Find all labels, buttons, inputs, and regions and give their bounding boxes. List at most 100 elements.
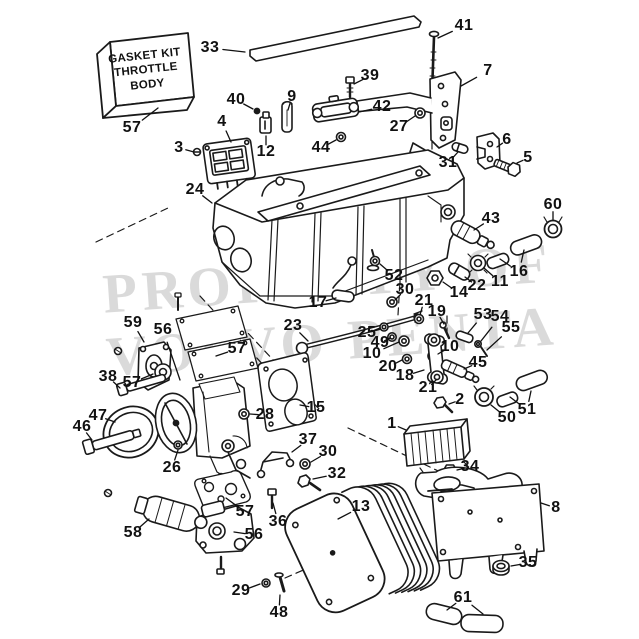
part-label-20-36: 20	[378, 358, 398, 375]
valve-module-42	[311, 94, 360, 123]
part-label-57-47: 57	[227, 340, 247, 357]
nut-27	[414, 107, 426, 119]
gasket-15	[257, 352, 317, 432]
part-label-57-49: 57	[122, 374, 142, 391]
sender-cable-17	[331, 256, 357, 303]
gasket-kit-box	[96, 32, 195, 119]
part-label-34-64: 34	[460, 458, 480, 475]
hoses-16	[486, 233, 543, 270]
part-label-32-56: 32	[327, 465, 347, 482]
cover-plate-33	[249, 15, 422, 62]
part-label-13-57: 13	[351, 498, 371, 515]
oil-cooler-13	[284, 482, 441, 614]
part-label-41-2: 41	[454, 17, 474, 34]
module-1	[403, 418, 471, 467]
part-label-10-34: 10	[362, 345, 382, 362]
part-label-24-16: 24	[185, 181, 205, 198]
part-label-46-51: 46	[72, 418, 92, 435]
part-label-55-30: 55	[501, 319, 521, 336]
part-label-33-1: 33	[200, 39, 220, 56]
tube-53-washer-54-pin-55	[455, 330, 488, 357]
gasket-sheets-57	[174, 292, 259, 382]
part-label-52-23: 52	[384, 267, 404, 284]
part-label-23-31: 23	[283, 317, 303, 334]
clip-12	[259, 111, 272, 134]
part-label-57-59: 57	[235, 503, 255, 520]
clamp-60	[543, 216, 563, 239]
part-label-16-19: 16	[509, 263, 529, 280]
part-label-14-22: 14	[449, 284, 469, 301]
part-label-40-6: 40	[226, 91, 246, 108]
part-label-8-65: 8	[551, 499, 561, 516]
control-module-4	[202, 137, 256, 190]
intake-manifold-24	[212, 149, 465, 309]
cap-nut-35	[492, 559, 510, 576]
part-label-30-55: 30	[318, 443, 338, 460]
part-label-2-40: 2	[455, 391, 465, 408]
bolt-46	[81, 428, 142, 456]
iac-valve-56	[195, 500, 255, 575]
part-label-4-9: 4	[217, 113, 227, 130]
throttle-body-56	[102, 376, 251, 482]
part-label-12-11: 12	[256, 143, 276, 160]
part-label-22-21: 22	[467, 277, 487, 294]
part-label-5-15: 5	[523, 149, 533, 166]
sensor-43	[450, 220, 495, 250]
part-label-7-3: 7	[483, 62, 493, 79]
part-label-56-60: 56	[244, 526, 264, 543]
part-label-19-27: 19	[427, 303, 447, 320]
bolt-36	[267, 488, 277, 510]
part-label-39-4: 39	[360, 67, 380, 84]
part-label-21-38: 21	[418, 379, 438, 396]
cap-nut-14	[426, 270, 444, 286]
part-label-58-58: 58	[123, 524, 143, 541]
fitting-52	[366, 249, 381, 272]
part-label-35-66: 35	[518, 554, 538, 571]
part-label-56-46: 56	[153, 321, 173, 338]
bolt-2	[433, 396, 454, 414]
part-label-11-20: 11	[491, 273, 509, 290]
part-label-26-53: 26	[162, 459, 182, 476]
gasket-kit-label: GASKET KIT THROTTLE BODY	[101, 45, 191, 97]
nut-30	[299, 458, 311, 470]
gasket-57-iac	[194, 469, 251, 513]
part-label-1-44: 1	[387, 415, 397, 432]
part-label-57-0: 57	[122, 119, 142, 136]
part-label-28-52: 28	[255, 406, 275, 423]
part-label-59-45: 59	[123, 314, 143, 331]
sensor-58	[103, 488, 208, 532]
lever-37	[256, 451, 295, 479]
part-label-37-54: 37	[298, 431, 318, 448]
bolt-5	[493, 158, 521, 178]
part-label-38-48: 38	[98, 368, 118, 385]
clamp-50-hoses-51	[473, 369, 549, 408]
link-18	[423, 333, 449, 385]
part-label-54-29: 54	[490, 308, 510, 325]
dowel-9	[281, 100, 293, 133]
sensor-22	[448, 262, 471, 281]
part-label-27-8: 27	[389, 118, 409, 135]
part-label-10-35: 10	[440, 338, 460, 355]
part-label-29-62: 29	[231, 582, 251, 599]
part-label-21-26: 21	[414, 292, 434, 309]
nut-28	[238, 408, 250, 420]
part-label-60-17: 60	[543, 196, 563, 213]
washer-29-pin-48	[261, 572, 286, 593]
part-label-42-5: 42	[372, 98, 392, 115]
part-label-25-32: 25	[357, 324, 377, 341]
part-label-15-43: 15	[306, 399, 326, 416]
part-label-43-18: 43	[481, 210, 501, 227]
bolt-38	[115, 373, 167, 397]
part-label-61-67: 61	[453, 589, 473, 606]
part-label-47-50: 47	[88, 407, 108, 424]
part-label-9-7: 9	[287, 88, 297, 105]
screw-40	[253, 107, 261, 115]
hoses-61	[425, 602, 504, 634]
breather-45	[440, 359, 480, 384]
fitting-11	[467, 253, 489, 274]
part-label-53-28: 53	[473, 306, 493, 323]
part-label-44-12: 44	[311, 139, 331, 156]
part-label-31-13: 31	[438, 154, 458, 171]
